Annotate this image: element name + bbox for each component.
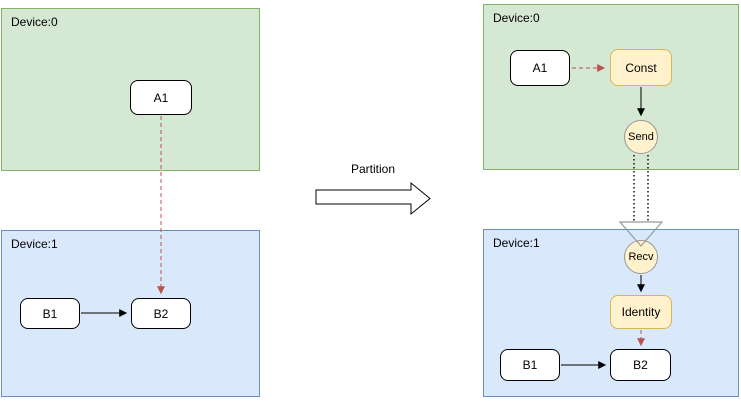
node-a1-before: A1 xyxy=(130,80,192,115)
partition-arrow xyxy=(315,181,431,216)
node-send: Send xyxy=(624,120,658,154)
node-identity-label: Identity xyxy=(621,305,661,319)
device1-label-after: Device:1 xyxy=(493,236,540,250)
node-b2-before: B2 xyxy=(131,298,191,329)
node-a1-after-label: A1 xyxy=(532,61,548,75)
node-b1-before-label: B1 xyxy=(42,306,58,321)
node-const: Const xyxy=(610,49,672,86)
node-recv: Recv xyxy=(624,240,658,274)
node-a1-before-label: A1 xyxy=(153,90,169,105)
device0-label-before: Device:0 xyxy=(11,15,58,29)
device1-label-before: Device:1 xyxy=(11,237,58,251)
node-a1-after: A1 xyxy=(510,50,570,86)
node-b2-before-label: B2 xyxy=(153,306,169,321)
node-b2-after: B2 xyxy=(610,349,671,381)
node-send-label: Send xyxy=(628,131,654,143)
node-b1-before: B1 xyxy=(20,298,80,329)
device0-box-after: Device:0 xyxy=(483,4,739,170)
node-b1-after: B1 xyxy=(500,349,560,381)
node-const-label: Const xyxy=(625,60,657,75)
node-b2-after-label: B2 xyxy=(633,358,648,372)
node-recv-label: Recv xyxy=(628,251,654,263)
partition-label: Partition xyxy=(350,162,396,176)
node-b1-after-label: B1 xyxy=(522,358,538,372)
device0-label-after: Device:0 xyxy=(493,11,540,25)
node-identity: Identity xyxy=(610,295,672,329)
